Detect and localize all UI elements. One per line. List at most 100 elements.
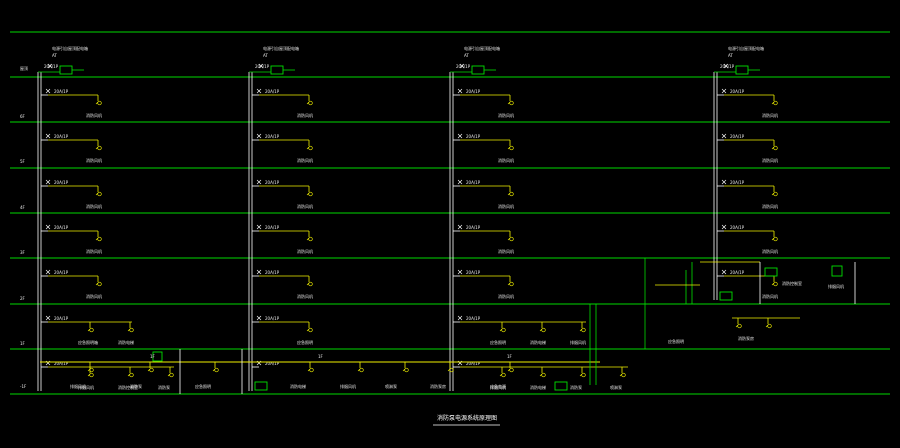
- load-label: 消防控制室: [118, 384, 138, 390]
- load-terminal: [509, 145, 514, 151]
- load-terminal: [308, 236, 313, 242]
- load-label: 消防风机: [86, 203, 102, 209]
- load-label: 消防风机: [498, 112, 514, 118]
- load-terminal: [169, 372, 174, 378]
- breaker-cross-b: [45, 133, 51, 139]
- load-mark: [95, 101, 99, 105]
- load-label: 消防泵: [158, 384, 170, 390]
- load-symbol: [147, 362, 154, 373]
- floor-label: 3F: [20, 250, 26, 255]
- load-terminal: [773, 145, 778, 151]
- load-symbol: [765, 318, 772, 329]
- load-symbol: [507, 362, 514, 373]
- load-symbol: [306, 276, 313, 287]
- load-symbol: [447, 362, 454, 373]
- floor-breaker-label: 20A/1P: [466, 361, 481, 366]
- load-mark: [507, 237, 511, 241]
- floor-breaker-label: 20A/1P: [466, 180, 481, 185]
- breaker-cross-b: [258, 63, 264, 69]
- floor-label: 6F: [20, 114, 26, 119]
- floor-label: 屋顶: [20, 65, 28, 71]
- load-terminal: [621, 372, 626, 378]
- drawing-title: 消防泵电源系统原理图: [437, 414, 497, 422]
- breaker-symbol: [256, 88, 262, 94]
- load-symbol: [306, 322, 313, 333]
- panel-label: 消防控制室: [782, 280, 802, 286]
- load-mark: [87, 328, 91, 332]
- basement-load-label: 排烟风机: [340, 383, 356, 389]
- breaker-cross-b: [45, 224, 51, 230]
- floor-breaker-label: 20A/1P: [730, 89, 745, 94]
- load-terminal: [89, 327, 94, 333]
- floor-breaker-label: 20A/1P: [730, 225, 745, 230]
- breaker-cross-b: [721, 179, 727, 185]
- load-terminal: [308, 145, 313, 151]
- floor-label: 2F: [20, 296, 26, 301]
- floor-breaker-label: 20A/1P: [54, 134, 69, 139]
- breaker-symbol: [457, 269, 463, 275]
- load-symbol: [95, 231, 102, 242]
- load-mark: [95, 237, 99, 241]
- basement-load-label: 喷淋泵: [385, 383, 397, 389]
- load-label: 消防风机: [762, 203, 778, 209]
- load-mark: [507, 368, 511, 372]
- load-mark: [87, 368, 91, 372]
- load-terminal: [509, 367, 514, 373]
- load-label: 排烟风机: [490, 384, 506, 390]
- breaker-symbol: [721, 179, 727, 185]
- load-mark: [306, 146, 310, 150]
- breaker-cross-b: [721, 269, 727, 275]
- load-terminal: [97, 281, 102, 287]
- floor-label: 4F: [20, 205, 26, 210]
- load-terminal: [89, 367, 94, 373]
- breaker-cross-b: [721, 133, 727, 139]
- column-header-sub: AT: [464, 53, 469, 58]
- load-mark: [507, 146, 511, 150]
- floor-breaker-label: 20A/1P: [54, 361, 69, 366]
- load-mark: [147, 368, 151, 372]
- load-mark: [306, 282, 310, 286]
- load-terminal: [501, 327, 506, 333]
- column-header-sub: AT: [728, 53, 733, 58]
- load-symbol: [507, 276, 514, 287]
- load-mark: [735, 324, 739, 328]
- floor-breaker-label: 20A/1P: [730, 180, 745, 185]
- load-label: 消防风机: [762, 248, 778, 254]
- breaker-symbol: [721, 133, 727, 139]
- load-mark: [87, 373, 91, 377]
- load-mark: [499, 328, 503, 332]
- load-mark: [771, 282, 775, 286]
- load-symbol: [771, 231, 778, 242]
- load-symbol: [507, 140, 514, 151]
- breaker-symbol: [256, 269, 262, 275]
- load-mark: [167, 373, 171, 377]
- column-header-note: 电源引自屋顶配电箱: [464, 45, 500, 51]
- load-mark: [539, 328, 543, 332]
- load-symbol: [579, 322, 586, 333]
- load-symbol: [499, 367, 506, 378]
- load-mark: [306, 192, 310, 196]
- load-mark: [447, 368, 451, 372]
- floor-label: 5F: [20, 159, 26, 164]
- load-label: 消防风机: [498, 293, 514, 299]
- breaker-symbol: [45, 133, 51, 139]
- panel-label: 排烟风机: [828, 283, 844, 289]
- riser-column: 电源引自屋顶配电箱AT20A/1P20A/1P消防风机20A/1P消防风机20A…: [449, 45, 628, 391]
- load-mark: [771, 101, 775, 105]
- load-symbol: [619, 367, 626, 378]
- load-terminal: [773, 100, 778, 106]
- load-mark: [306, 101, 310, 105]
- load-label: 应急照明: [297, 339, 313, 345]
- floor-breaker-label: 20A/1P: [265, 361, 280, 366]
- floor-breaker-label: 20A/1P: [466, 225, 481, 230]
- breaker-cross-b: [723, 63, 729, 69]
- breaker-cross-b: [256, 224, 262, 230]
- load-mark: [771, 237, 775, 241]
- basement-switch-b: [554, 381, 568, 391]
- load-mark: [212, 368, 216, 372]
- load-terminal: [404, 367, 409, 373]
- load-symbol: [402, 362, 409, 373]
